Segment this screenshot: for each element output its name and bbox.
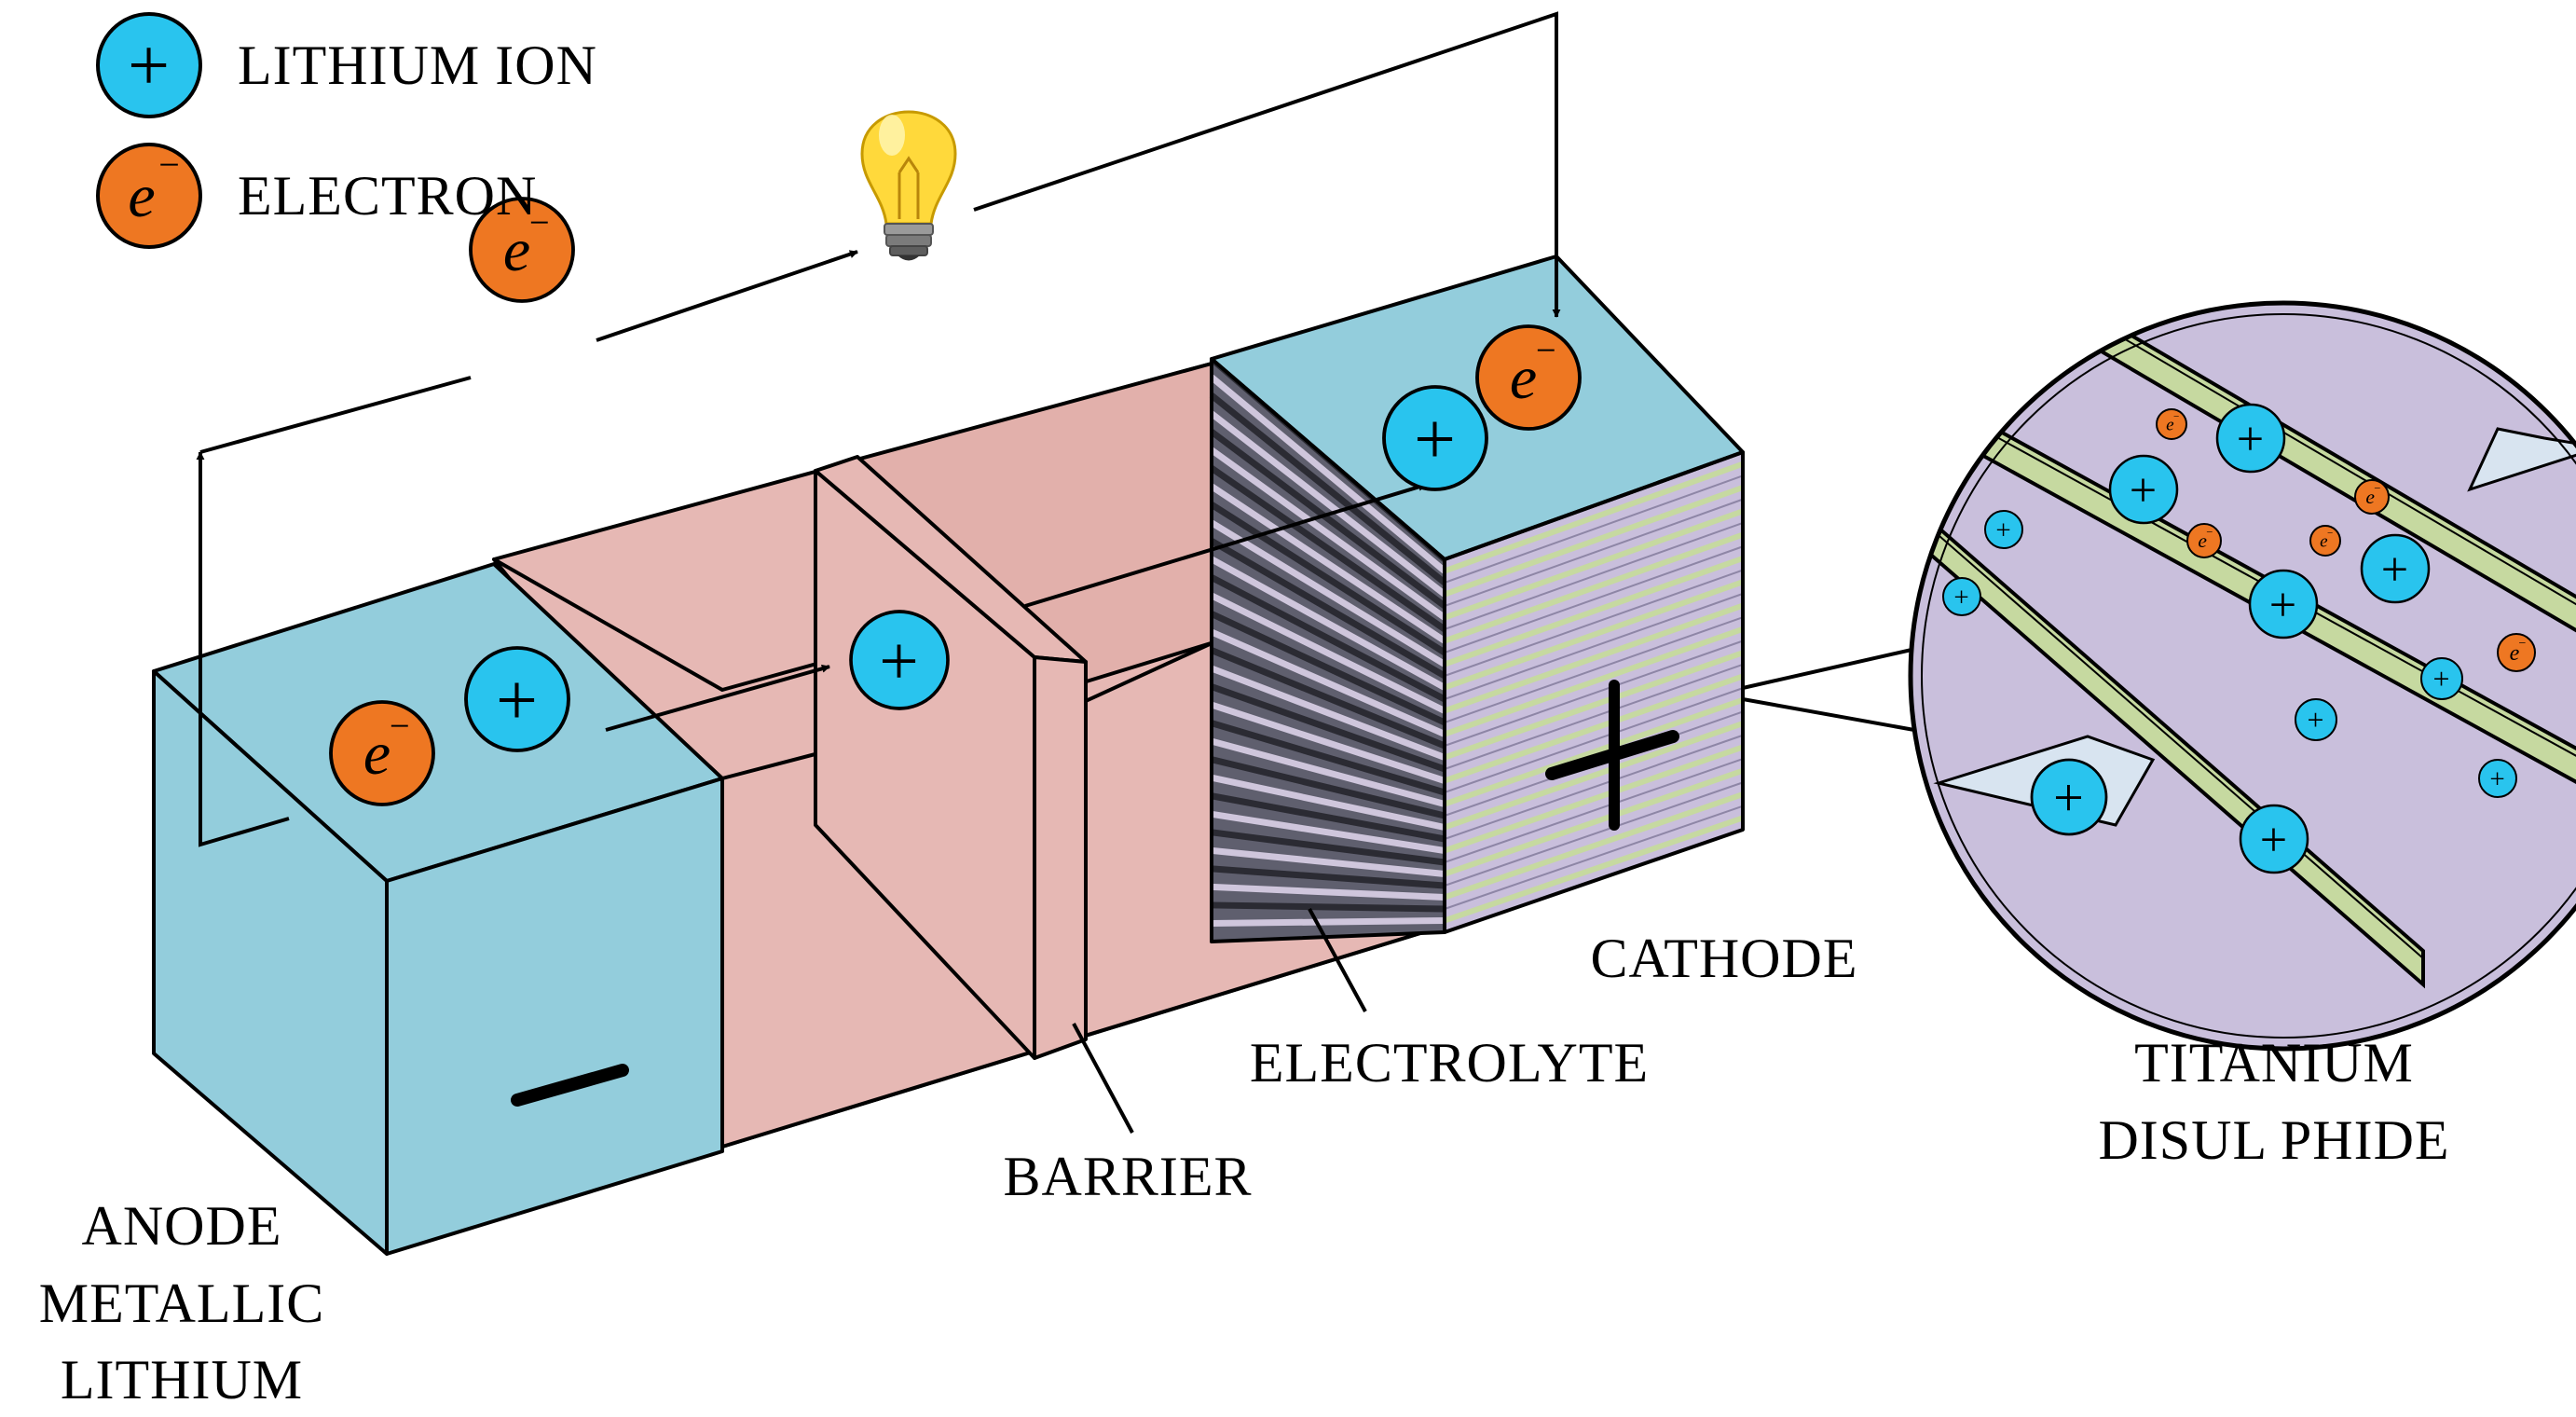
- svg-text:+: +: [496, 660, 539, 742]
- svg-text:+: +: [879, 623, 920, 700]
- svg-text:e: e: [2365, 486, 2375, 508]
- lithium-ion-icon: +: [2248, 569, 2319, 640]
- legend-electron-symbol: e: [128, 162, 155, 230]
- svg-text:−: −: [1536, 332, 1557, 371]
- svg-text:−: −: [2519, 637, 2528, 651]
- migrating-ion-icon: +: [849, 610, 950, 710]
- electrolyte-label: ELECTROLYTE: [1250, 1032, 1649, 1094]
- main-particles: e−e−+++e−: [329, 197, 1582, 806]
- zoom-particles: +++++++++++e−e−e−e−e−: [1942, 403, 2536, 874]
- svg-text:+: +: [2489, 764, 2505, 794]
- anode-label-line-1: ANODE: [82, 1195, 282, 1257]
- svg-text:+: +: [2053, 767, 2085, 828]
- lithium-ion-icon: +: [2239, 804, 2309, 874]
- svg-text:−: −: [529, 204, 551, 243]
- svg-text:+: +: [1995, 516, 2011, 545]
- ion-insertion-arrow: [2467, 427, 2576, 492]
- anode-block: [152, 562, 724, 1256]
- legend-ion-label: LITHIUM ION: [238, 34, 597, 96]
- electron-icon: e−: [2186, 523, 2222, 558]
- lithium-ion-icon: +: [2030, 758, 2108, 836]
- svg-text:e: e: [2166, 415, 2174, 434]
- svg-text:+: +: [2260, 813, 2288, 867]
- lithium-ion-icon: +: [2108, 454, 2179, 525]
- svg-text:+: +: [2381, 543, 2409, 597]
- anode-ion-icon: +: [464, 646, 570, 752]
- svg-text:−: −: [2327, 528, 2334, 539]
- lithium-ion-icon: +: [2295, 698, 2337, 741]
- circuit-electron-icon: e−: [469, 197, 575, 303]
- lithium-ion-icon: +: [2360, 533, 2431, 604]
- legend-electron-superscript: −: [158, 144, 181, 186]
- svg-text:e: e: [2198, 530, 2207, 552]
- svg-text:+: +: [2433, 663, 2451, 695]
- svg-text:+: +: [2308, 704, 2325, 736]
- electron-icon: e−: [2309, 525, 2341, 557]
- titanium-label-line-1: TITANIUM: [2134, 1032, 2414, 1094]
- svg-text:+: +: [2130, 463, 2158, 517]
- svg-text:e: e: [2320, 531, 2328, 551]
- cathode-left-layers: [1209, 356, 1447, 942]
- cathode-ion-icon: +: [1382, 385, 1488, 491]
- svg-text:+: +: [1414, 399, 1457, 481]
- svg-text:−: −: [390, 708, 411, 747]
- cathode-stack: [1209, 255, 1745, 943]
- anode-label-line-3: LITHIUM: [61, 1349, 303, 1410]
- legend-electron: e − ELECTRON: [96, 143, 537, 249]
- external-circuit: [196, 11, 1561, 847]
- svg-text:e: e: [363, 720, 391, 788]
- anode-electron-icon: e−: [329, 700, 435, 806]
- legend-lithium-ion: + LITHIUM ION: [96, 12, 597, 118]
- lithium-ion-icon: +: [2420, 657, 2463, 700]
- svg-text:+: +: [2237, 412, 2265, 466]
- svg-text:−: −: [2374, 482, 2381, 495]
- svg-text:e: e: [2510, 641, 2520, 666]
- svg-text:e: e: [1510, 344, 1537, 412]
- cathode-label: CATHODE: [1591, 928, 1858, 989]
- electron-icon: e−: [2156, 408, 2187, 440]
- anode-minus-terminal: [511, 1064, 629, 1107]
- svg-text:e: e: [503, 216, 530, 284]
- titanium-label-line-2: DISUL PHIDE: [2098, 1109, 2449, 1171]
- electron-icon: [96, 143, 202, 249]
- svg-text:+: +: [1953, 583, 1969, 612]
- barrier: [814, 455, 1088, 1060]
- svg-text:−: −: [2173, 411, 2180, 422]
- anode-front-face: [385, 777, 724, 1256]
- lithium-ion-icon: +: [1984, 510, 2023, 549]
- cathode-electron-icon: e−: [1475, 324, 1582, 431]
- cathode-front-layers: [1443, 451, 1745, 932]
- barrier-label: BARRIER: [1003, 1146, 1252, 1207]
- zoom-circle: +++++++++++e−e−e−e−e−: [1908, 300, 2576, 1052]
- labels: ANODE METALLIC LITHIUM BARRIER ELECTROLY…: [39, 908, 2449, 1410]
- legend: + LITHIUM ION e − ELECTRON: [96, 12, 597, 249]
- anode-label-line-2: METALLIC: [39, 1273, 324, 1334]
- lithium-ion-icon: +: [2478, 759, 2517, 798]
- svg-text:+: +: [2269, 578, 2297, 632]
- lithium-ion-icon: +: [2215, 403, 2286, 474]
- electron-icon: e−: [2354, 479, 2390, 515]
- lithium-ion-icon: [96, 12, 202, 118]
- legend-electron-label: ELECTRON: [238, 165, 537, 227]
- svg-text:−: −: [2206, 526, 2213, 539]
- legend-ion-symbol: +: [128, 25, 171, 107]
- cathode-plus-terminal: [1545, 680, 1679, 831]
- electron-icon: e−: [2497, 633, 2536, 672]
- lithium-ion-icon: +: [1942, 577, 1981, 616]
- ion-path: [605, 483, 1427, 732]
- light-bulb-icon: [860, 110, 957, 261]
